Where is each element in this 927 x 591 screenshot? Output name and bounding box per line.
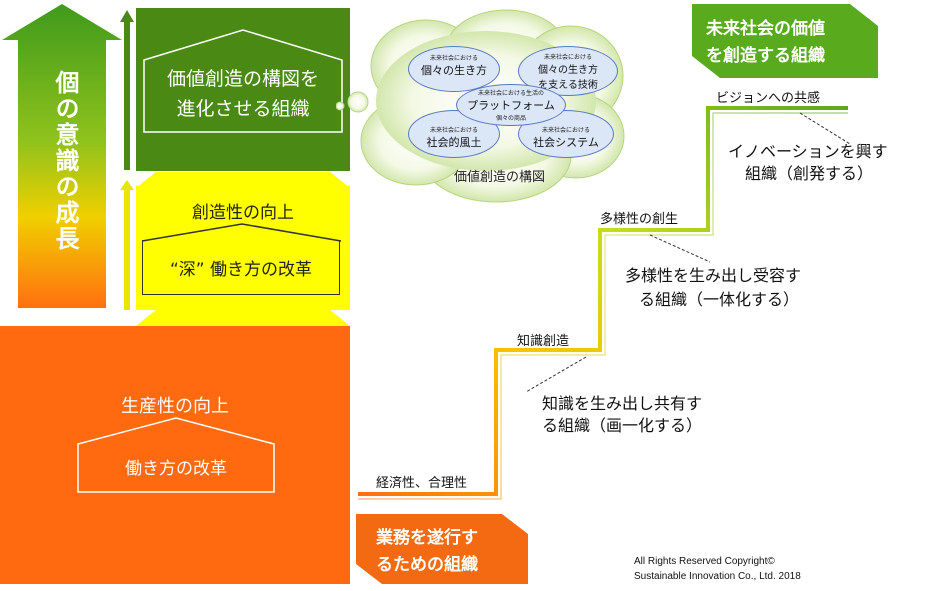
step-label-vision: ビジョンへの共感 xyxy=(716,91,821,106)
diversity-org-line2: る組織（一体化する） xyxy=(639,290,800,309)
bubble-small-text: 未来社会における xyxy=(543,54,592,61)
connector-arrow xyxy=(120,10,134,310)
bubble-main-text: 社会的風土 xyxy=(426,136,482,149)
productivity-arrow-top xyxy=(136,310,350,326)
bubble-main-text: 個々の生き方 xyxy=(421,64,487,77)
productivity-box: 生産性の向上 働き方の改革 xyxy=(0,326,350,584)
bubble-main-text: プラットフォーム xyxy=(467,99,555,112)
knowledge-org-line1: 知識を生み出し共有す xyxy=(542,394,703,413)
value-structure-title-1: 価値創造の構図を xyxy=(166,68,319,90)
staircase xyxy=(350,100,851,520)
productivity-heading: 生産性の向上 xyxy=(121,396,229,417)
step-label-diversity: 多様性の創生 xyxy=(600,212,679,227)
step-label-knowledge: 知識創造 xyxy=(517,334,570,349)
workstyle-label: 働き方の改革 xyxy=(125,459,227,479)
copyright-line1: All Rights Reserved Copyright© xyxy=(634,556,775,567)
bubble-small-text: 未来社会における生活の xyxy=(477,90,544,97)
growth-arrow xyxy=(0,0,125,310)
cloud-caption: 価値創造の構図 xyxy=(454,170,546,185)
business-org-line1: 業務を遂行す xyxy=(376,528,478,548)
bubble-sub-text: 個々の商品 xyxy=(495,115,526,122)
future-value-badge: 未来社会の価値 を創造する組織 xyxy=(692,4,878,78)
innovation-org-line2: 組織（創発する） xyxy=(745,164,874,183)
diversity-org-line1: 多様性を生み出し受容す xyxy=(625,266,802,285)
future-value-line1: 未来社会の価値 xyxy=(706,19,825,39)
bubble-main-text-2: を支える技術 xyxy=(538,80,598,91)
bubble-individual-life: 未来社会における 個々の生き方 xyxy=(408,46,500,92)
copyright-line2: Sustainable Innovation Co., Ltd. 2018 xyxy=(634,571,801,582)
business-org-badge: 業務を遂行す るための組織 xyxy=(356,514,528,584)
value-cloud: 未来社会における 個々の生き方 未来社会における 個々の生き方 を支える技術 未… xyxy=(335,6,636,206)
creativity-arrow-top xyxy=(136,172,350,188)
business-org-line2: るための組織 xyxy=(376,555,478,575)
innovation-org-line1: イノベーションを興す xyxy=(728,142,888,161)
bubble-social-system: 未来社会における 社会システム xyxy=(518,110,614,158)
step-label-economy: 経済性、合理性 xyxy=(376,476,468,491)
growth-arrow-label: 個の意識の成長 xyxy=(51,70,79,252)
creativity-box: 創造性の向上 “深” 働き方の改革 xyxy=(136,186,350,310)
deep-workstyle-label: “深” 働き方の改革 xyxy=(169,260,313,280)
bubble-small-text: 未来社会における xyxy=(541,127,590,134)
future-value-line2: を創造する組織 xyxy=(706,46,825,66)
bubble-platform: 未来社会における生活の プラットフォーム 個々の商品 xyxy=(456,84,566,126)
creativity-heading: 創造性の向上 xyxy=(192,203,294,223)
value-structure-title-2: 進化させる組織 xyxy=(176,98,310,120)
bubble-small-text: 未来社会における xyxy=(429,55,478,62)
bubble-small-text: 未来社会における xyxy=(429,127,478,134)
value-structure-box: 価値創造の構図を 進化させる組織 xyxy=(136,8,350,171)
bubble-main-text: 社会システム xyxy=(533,136,599,149)
bubble-main-text: 個々の生き方 xyxy=(538,65,598,76)
knowledge-org-line2: る組織（画一化する） xyxy=(542,416,703,435)
deep-workstyle-box: “深” 働き方の改革 xyxy=(142,223,342,295)
